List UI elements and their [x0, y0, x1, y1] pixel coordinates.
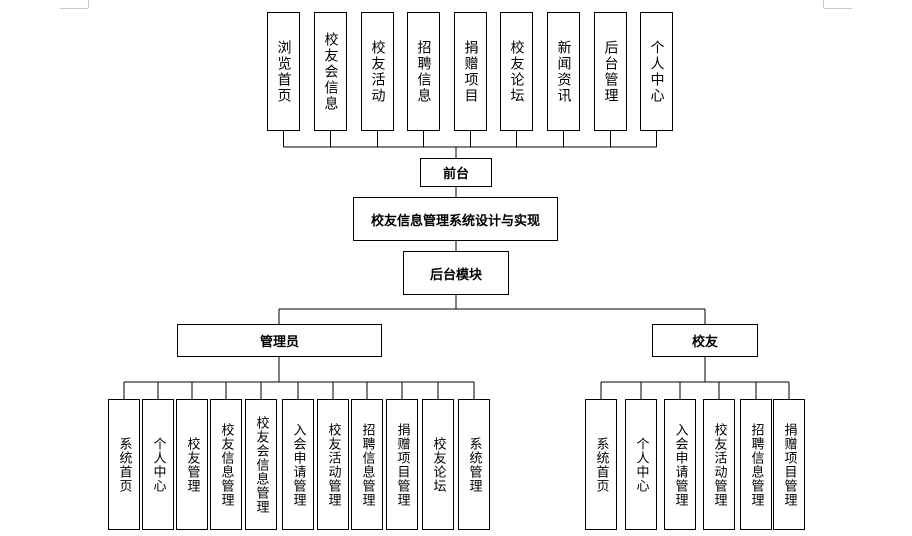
- top-module: 捐赠项目: [454, 12, 487, 131]
- admin-module: 招聘信息管理: [351, 399, 383, 530]
- alumni-module: 捐赠项目管理: [773, 399, 805, 530]
- page-corner-mark-left: [60, 8, 88, 9]
- admin-module: 校友活动管理: [317, 399, 349, 530]
- top-module: 浏览首页: [267, 12, 300, 131]
- admin-module: 校友论坛: [422, 399, 454, 530]
- alumni-module: 招聘信息管理: [740, 399, 772, 530]
- page-corner-mark-right: [823, 0, 824, 8]
- admin-module: 校友管理: [176, 399, 208, 530]
- alumni-module: 入会申请管理: [664, 399, 696, 530]
- top-module: 个人中心: [640, 12, 673, 131]
- admin-module: 个人中心: [142, 399, 174, 530]
- admin-module: 系统首页: [108, 399, 140, 530]
- front-node: 前台: [420, 158, 492, 187]
- top-module: 新闻资讯: [547, 12, 580, 131]
- admin-node: 管理员: [177, 324, 382, 357]
- system-title-node: 校友信息管理系统设计与实现: [353, 197, 558, 241]
- alumni-node: 校友: [652, 324, 758, 357]
- top-module: 校友论坛: [500, 12, 533, 131]
- admin-module: 入会申请管理: [282, 399, 314, 530]
- alumni-module: 校友活动管理: [703, 399, 735, 530]
- backend-node: 后台模块: [403, 251, 509, 295]
- admin-module: 校友信息管理: [210, 399, 242, 530]
- admin-module: 系统管理: [458, 399, 490, 530]
- top-module: 后台管理: [594, 12, 627, 131]
- top-module: 招聘信息: [407, 12, 440, 131]
- admin-module: 校友会信息管理: [245, 399, 277, 530]
- alumni-module: 个人中心: [625, 399, 657, 530]
- top-module: 校友会信息: [314, 12, 347, 131]
- page-corner-mark-right: [824, 8, 852, 9]
- top-module: 校友活动: [361, 12, 394, 131]
- alumni-module: 系统首页: [585, 399, 617, 530]
- admin-module: 捐赠项目管理: [386, 399, 418, 530]
- page-corner-mark-left: [88, 0, 89, 8]
